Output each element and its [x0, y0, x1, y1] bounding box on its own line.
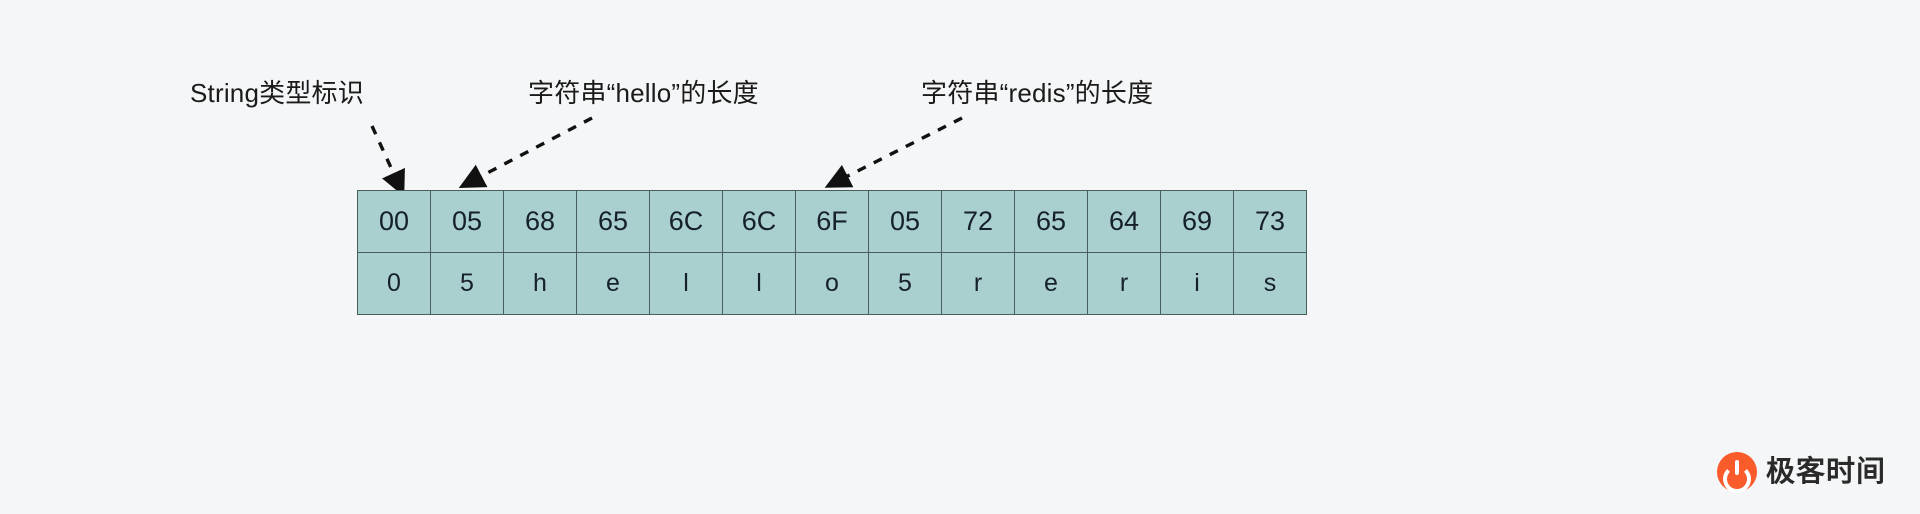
hex-cell: 05: [868, 190, 942, 253]
table-row-ascii: 0 5 h e l l o 5 r e r i s: [357, 252, 1307, 315]
arrow-hello-length: [458, 116, 593, 188]
geektime-watermark: 极客时间: [1716, 452, 1886, 492]
table-row-hex: 00 05 68 65 6C 6C 6F 05 72 65 64 69 73: [357, 190, 1307, 253]
annotation-label-hello-length: 字符串“hello”的长度: [528, 78, 759, 108]
ascii-cell: 5: [430, 252, 504, 315]
ascii-cell: i: [1160, 252, 1234, 315]
annotation-label-redis-length: 字符串“redis”的长度: [921, 78, 1154, 108]
geektime-logo-icon: [1716, 452, 1757, 492]
hex-cell: 6C: [649, 190, 723, 253]
arrow-string-type-flag: [370, 125, 405, 197]
ascii-cell: 0: [357, 252, 431, 315]
hex-cell: 68: [503, 190, 577, 253]
hex-cell: 6C: [722, 190, 796, 253]
ascii-cell: 5: [868, 252, 942, 315]
hex-cell: 65: [576, 190, 650, 253]
hex-cell: 6F: [795, 190, 869, 253]
arrow-redis-length: [824, 116, 963, 188]
ascii-cell: h: [503, 252, 577, 315]
ascii-cell: l: [722, 252, 796, 315]
hex-cell: 72: [941, 190, 1015, 253]
hex-cell: 00: [357, 190, 431, 253]
annotation-label-string-type-flag: String类型标识: [190, 78, 364, 108]
ascii-cell: o: [795, 252, 869, 315]
ascii-cell: e: [576, 252, 650, 315]
ascii-cell: e: [1014, 252, 1088, 315]
hex-cell: 05: [430, 190, 504, 253]
hex-cell: 64: [1087, 190, 1161, 253]
hex-cell: 69: [1160, 190, 1234, 253]
byte-layout-table: 00 05 68 65 6C 6C 6F 05 72 65 64 69 73 0…: [357, 190, 1307, 315]
ascii-cell: l: [649, 252, 723, 315]
ascii-cell: s: [1233, 252, 1307, 315]
ascii-cell: r: [1087, 252, 1161, 315]
geektime-wordmark: 极客时间: [1765, 455, 1886, 488]
hex-cell: 65: [1014, 190, 1088, 253]
ascii-cell: r: [941, 252, 1015, 315]
hex-cell: 73: [1233, 190, 1307, 253]
